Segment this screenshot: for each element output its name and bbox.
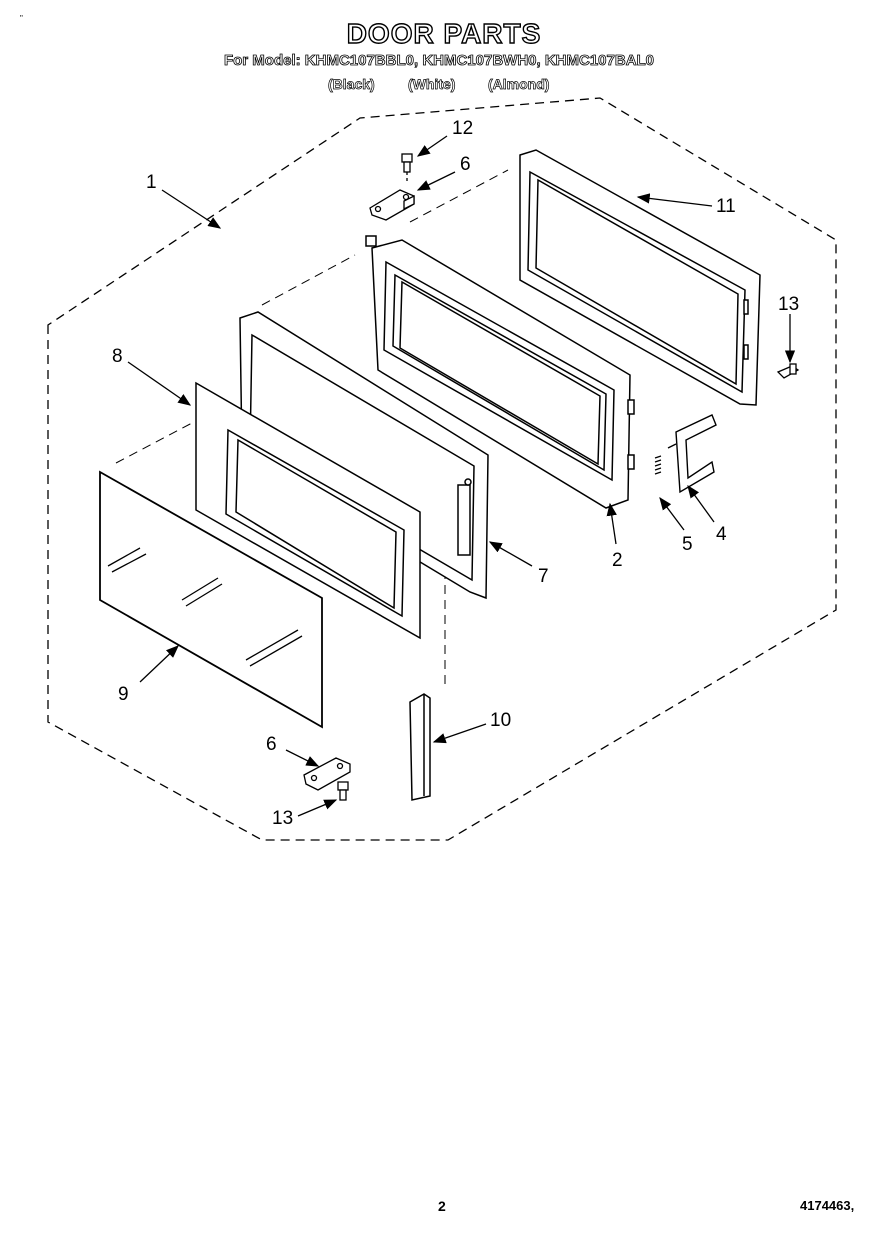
- hinge-bottom: [303, 757, 351, 791]
- part-9-glass: [99, 470, 323, 729]
- screw-top: [401, 153, 413, 184]
- corner-mark: ": [20, 14, 23, 23]
- callout-9: 9: [118, 684, 129, 705]
- callout-1: 1: [146, 172, 157, 193]
- callout-4: 4: [716, 524, 727, 545]
- color-black: (Black): [328, 76, 375, 93]
- part-10-bar: [409, 693, 431, 801]
- page-number: 2: [438, 1198, 446, 1214]
- model-list: For Model: KHMC107BBL0, KHMC107BWH0, KHM…: [223, 52, 655, 70]
- document-number: 4174463,: [800, 1198, 855, 1213]
- callout-13-right: 13: [778, 294, 800, 315]
- color-white: (White): [408, 76, 456, 93]
- callout-6-top: 6: [460, 154, 471, 175]
- screw-bottom: [337, 781, 349, 801]
- callout-8: 8: [112, 346, 123, 367]
- part-5-spring: [654, 455, 662, 475]
- callout-2: 2: [612, 550, 623, 571]
- page-title: DOOR PARTS: [346, 17, 542, 49]
- callout-5: 5: [682, 534, 693, 555]
- hinge-top: [369, 189, 415, 221]
- callout-7: 7: [538, 566, 549, 587]
- part-2-inner-door: [365, 235, 635, 509]
- callout-12: 12: [452, 118, 474, 139]
- color-almond: (Almond): [488, 76, 550, 93]
- part-8-outer-frame: [195, 381, 421, 640]
- screw-right: [776, 363, 800, 379]
- callout-6-bottom: 6: [266, 734, 277, 755]
- assembly-boundary: [47, 97, 837, 841]
- leader-lines: [127, 135, 796, 817]
- part-11-frame: [519, 149, 761, 406]
- callout-11: 11: [716, 196, 736, 217]
- callout-13-bottom: 13: [272, 808, 294, 829]
- callout-10: 10: [490, 710, 512, 731]
- part-4-latch: [667, 414, 717, 494]
